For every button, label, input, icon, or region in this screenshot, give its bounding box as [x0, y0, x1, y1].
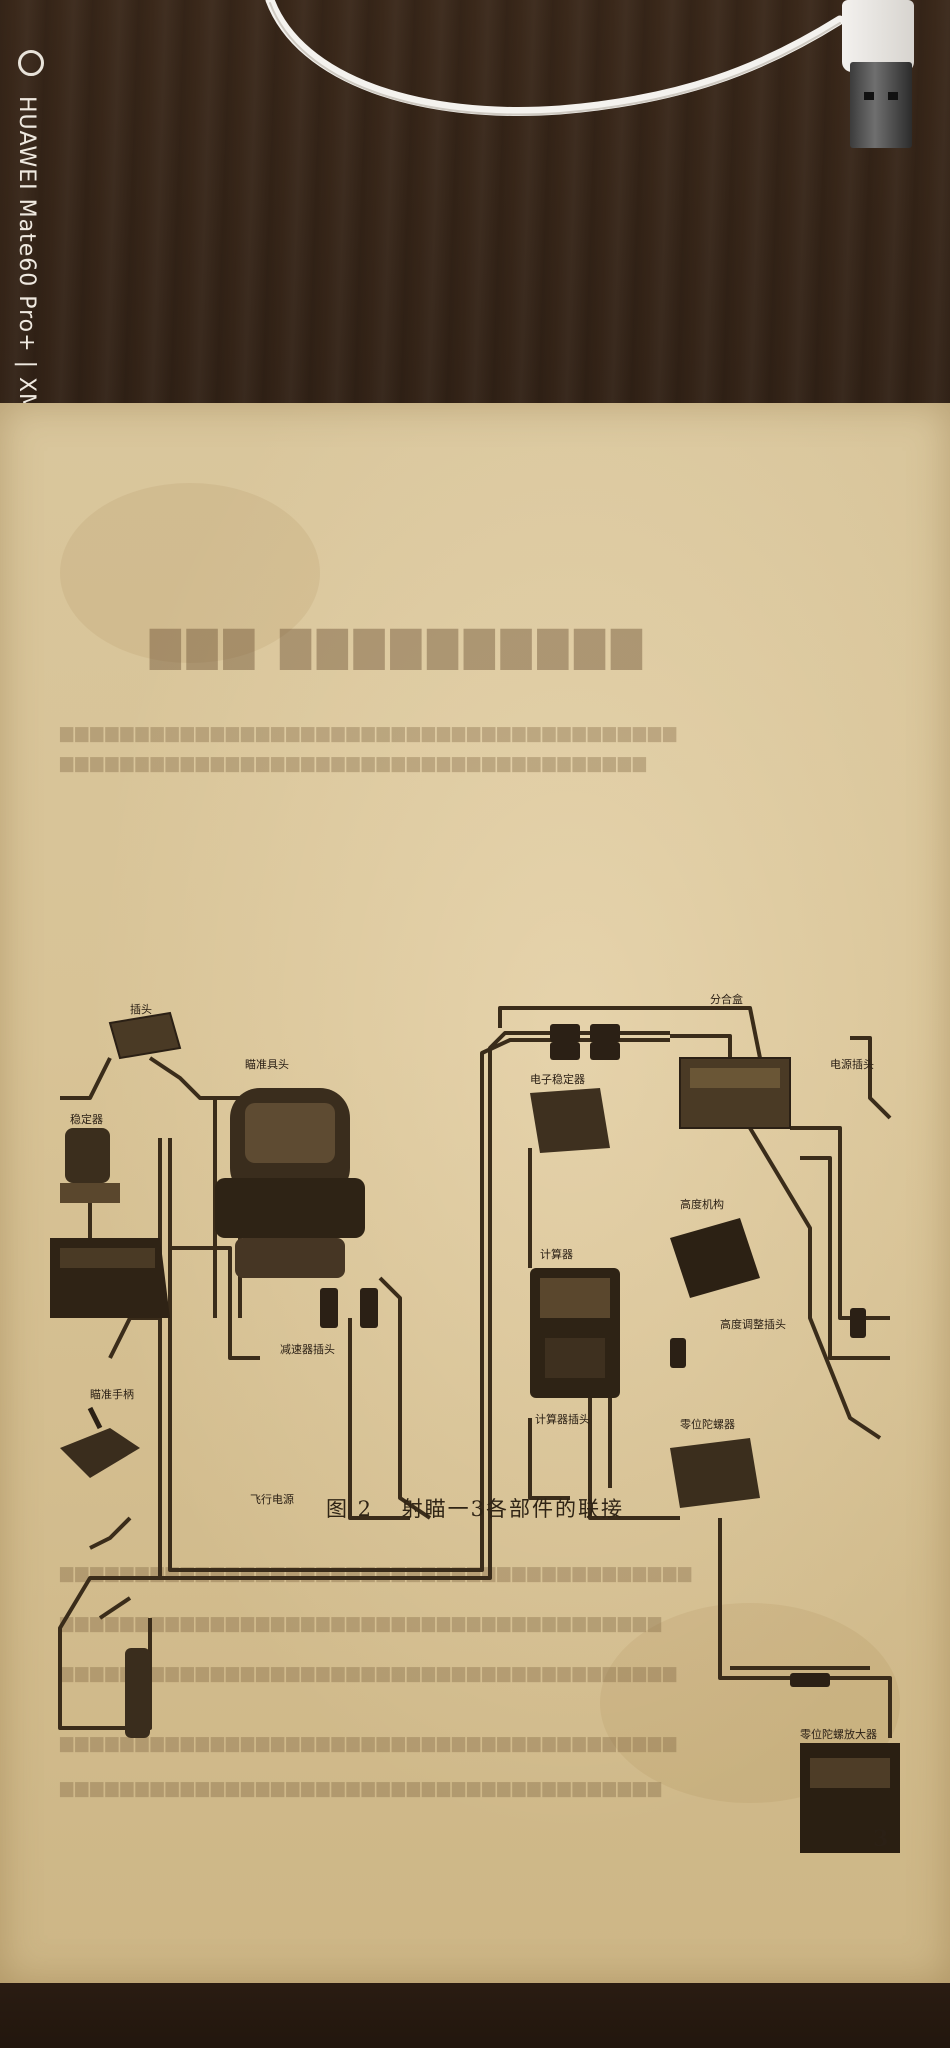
component-top-left-box: [108, 1011, 182, 1060]
label-zero-gyro-amplifier: 零位陀螺放大器: [800, 1727, 877, 1741]
table-bottom-edge: [0, 1983, 950, 2048]
component-zero-gyro: [670, 1438, 760, 1508]
usb-cable: [265, 0, 845, 117]
component-stabilizer: [50, 1238, 170, 1318]
bleed-through-text: ▆▆▆▆▆▆▆▆▆▆▆▆▆▆▆▆▆▆▆▆▆▆▆▆▆▆▆▆▆▆▆▆▆▆▆▆▆▆▆: [60, 753, 648, 773]
usb-plug-connector: [850, 62, 912, 148]
label-zero-gyro: 零位陀螺器: [680, 1417, 735, 1431]
wiring-diagram: 插头 瞄准具头 电子稳定器 计算器 高度机构 零位陀螺器 零位陀螺放大器 稳定器…: [50, 992, 900, 1853]
label-altitude-mechanism: 高度机构: [680, 1197, 724, 1211]
component-gyro: [60, 1128, 120, 1203]
component-sight-head: [215, 1088, 365, 1278]
component-computer: [530, 1268, 620, 1398]
label-hand-grip: 瞄准手柄: [90, 1387, 134, 1401]
component-hand-grip: [60, 1406, 140, 1478]
bleed-through-text: ▆▆▆▆▆▆▆▆▆▆▆▆▆▆▆▆▆▆▆▆▆▆▆▆▆▆▆▆▆▆▆▆▆▆▆▆▆▆▆▆: [60, 1778, 663, 1798]
component-electronic-stabilizer: [530, 1088, 610, 1153]
bleed-through-text: ▆▆▆▆▆▆▆▆▆▆▆▆▆▆▆▆▆▆▆▆▆▆▆▆▆▆▆▆▆▆▆▆▆▆▆▆▆▆▆▆: [60, 1613, 663, 1633]
camera-watermark: HUAWEI Mate60 Pro+ | XMAGE: [10, 40, 50, 500]
bleed-through-heading: ▇▇▇ ▇▇▇▇▇▇▇▇▇▇: [150, 623, 648, 670]
label-junction-box: 分合盒: [710, 992, 743, 1006]
label-power-plug: 电源插头: [830, 1057, 874, 1071]
bleed-through-text: ▆▆▆▆▆▆▆▆▆▆▆▆▆▆▆▆▆▆▆▆▆▆▆▆▆▆▆▆▆▆▆▆▆▆▆▆▆▆▆▆…: [60, 723, 679, 743]
figure-caption: 图 2 射瞄一3各部件的联接: [0, 1493, 950, 1523]
figure-number: 图 2: [325, 1497, 373, 1521]
component-lever: [125, 1648, 150, 1738]
book-page: ▇▇▇ ▇▇▇▇▇▇▇▇▇▇ ▆▆▆▆▆▆▆▆▆▆▆▆▆▆▆▆▆▆▆▆▆▆▆▆▆…: [0, 403, 950, 1983]
label-top-left: 插头: [130, 1002, 152, 1016]
label-sight-head: 瞄准具头: [245, 1058, 289, 1071]
component-zero-gyro-amplifier: [800, 1743, 900, 1853]
label-electronic-stabilizer: 电子稳定器: [530, 1072, 585, 1086]
label-stabilizer: 稳定器: [70, 1112, 103, 1126]
camera-ring-icon: [18, 50, 44, 76]
label-reducer-plug: 减速器插头: [280, 1342, 335, 1356]
component-junction-box: [679, 1057, 791, 1129]
bleed-through-text: ▆▆▆▆▆▆▆▆▆▆▆▆▆▆▆▆▆▆▆▆▆▆▆▆▆▆▆▆▆▆▆▆▆▆▆▆▆▆▆▆…: [60, 1663, 679, 1683]
watermark-text: HUAWEI Mate60 Pro+ | XMAGE: [14, 96, 39, 462]
label-computer-plug: 计算器插头: [535, 1412, 590, 1426]
component-altitude-mechanism: [670, 1218, 760, 1298]
usb-plug-housing: [842, 0, 914, 72]
bleed-through-text: ▆▆▆▆▆▆▆▆▆▆▆▆▆▆▆▆▆▆▆▆▆▆▆▆▆▆▆▆▆▆▆▆▆▆▆▆▆▆▆▆…: [60, 1733, 679, 1753]
page-number: 3: [873, 1826, 889, 1852]
label-computer: 计算器: [540, 1247, 573, 1261]
figure-title: 射瞄一3各部件的联接: [401, 1497, 625, 1521]
label-altitude-plug: 高度调整插头: [720, 1317, 786, 1331]
label-flight-power: 飞行电源: [250, 1492, 294, 1506]
